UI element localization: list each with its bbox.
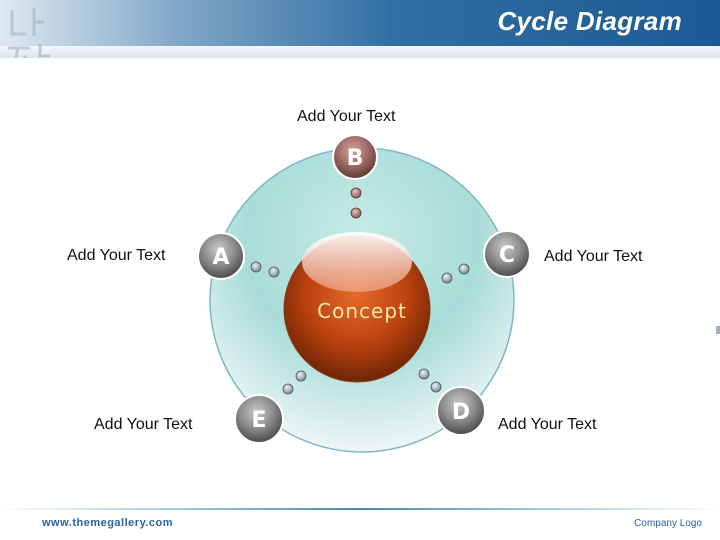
node-a-text: Add Your Text — [67, 247, 166, 264]
footer-company-logo: Company Logo — [634, 518, 702, 529]
node-c-text: Add Your Text — [544, 248, 643, 265]
node-e-text: Add Your Text — [94, 416, 193, 433]
header-band — [0, 46, 720, 58]
header: Cycle Diagram — [0, 0, 720, 58]
node-e-letter: E — [251, 408, 266, 433]
header-background — [0, 0, 720, 46]
node-e: E — [234, 394, 284, 444]
node-b-text: Add Your Text — [297, 108, 396, 125]
node-d: D — [436, 386, 486, 436]
connector-dots — [250, 187, 470, 395]
connector-dot — [295, 370, 307, 382]
node-a-letter: A — [212, 245, 229, 270]
node-c-letter: C — [499, 243, 515, 268]
slide-title: Cycle Diagram — [497, 6, 682, 36]
node-a: A — [197, 232, 245, 280]
connector-dot — [441, 272, 453, 284]
connector-dot — [430, 381, 442, 393]
node-b-letter: B — [347, 146, 364, 171]
connector-dot — [268, 266, 280, 278]
edge-marker — [716, 326, 720, 334]
node-d-text: Add Your Text — [498, 416, 597, 433]
center-concept: Concept — [283, 232, 431, 383]
connector-dot — [458, 263, 470, 275]
footer-website[interactable]: www.themegallery.com — [42, 517, 174, 529]
node-b: B — [332, 134, 378, 180]
center-label: Concept — [317, 299, 407, 323]
footer-divider — [0, 508, 720, 510]
connector-dot — [350, 207, 362, 219]
node-d-letter: D — [452, 400, 470, 425]
calligraphy-decoration — [8, 8, 50, 58]
connector-dot — [282, 383, 294, 395]
node-c: C — [483, 230, 531, 278]
connector-dot — [350, 187, 362, 199]
connector-dot — [250, 261, 262, 273]
connector-dot — [418, 368, 430, 380]
